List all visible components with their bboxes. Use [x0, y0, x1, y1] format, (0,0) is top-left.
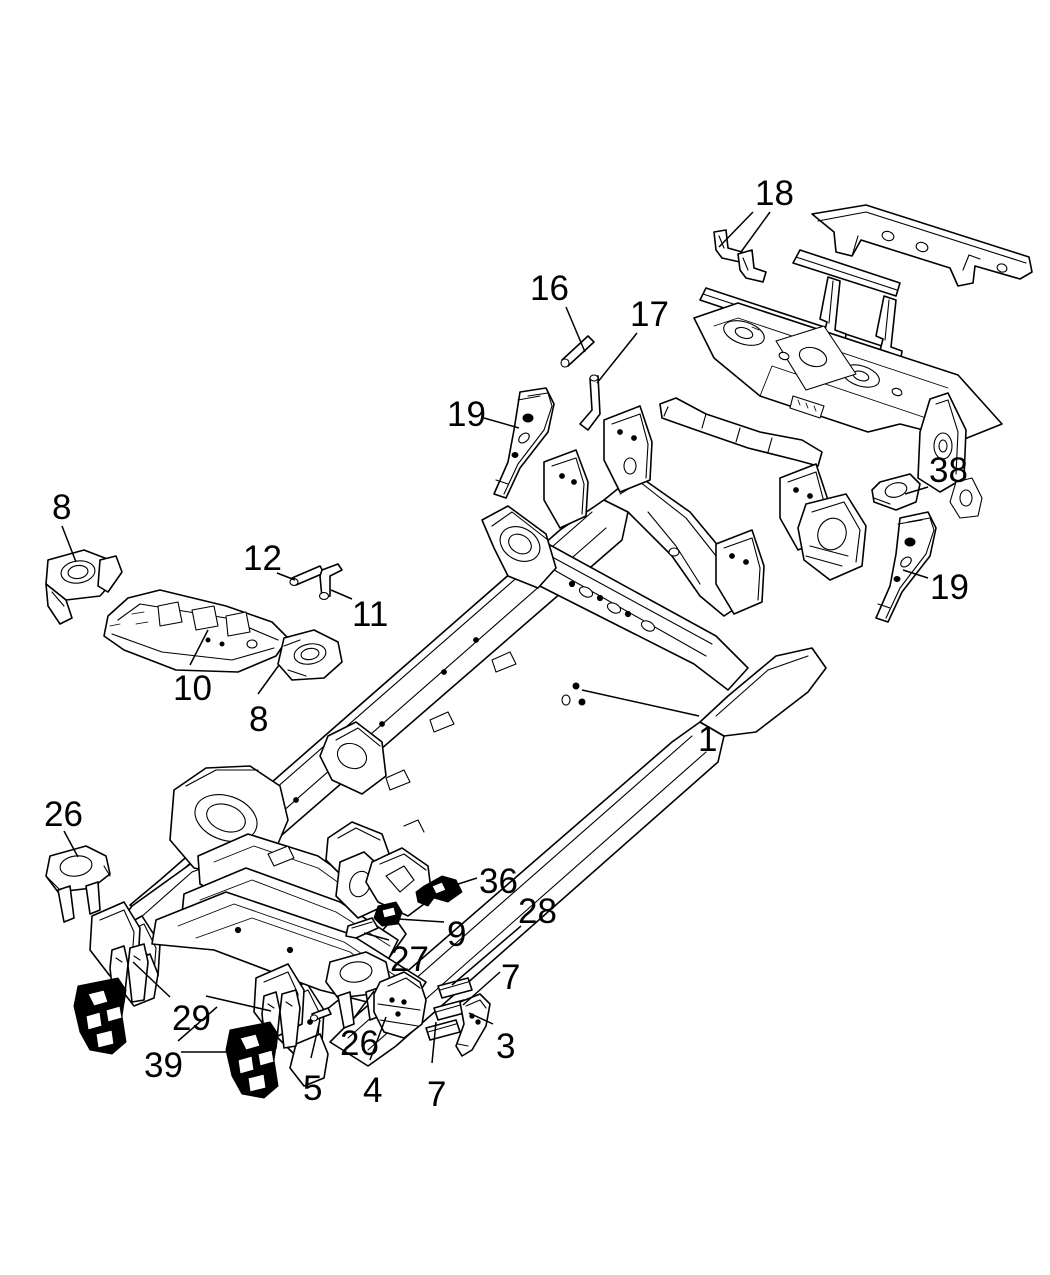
leader-line-29-2	[205, 995, 272, 1012]
part-26-left-bracket	[45, 845, 111, 923]
callout-number-10-crossmember: 10	[173, 669, 212, 708]
leader-line-11-1	[330, 589, 353, 600]
exploded-components	[45, 229, 937, 1099]
part-27-plate	[345, 917, 379, 939]
part-19-right-bracket	[875, 511, 937, 623]
leader-line-3-1	[468, 1012, 494, 1025]
callout-number-38-plate-gasket: 38	[929, 451, 968, 490]
part-9-clip	[373, 901, 403, 927]
callout-number-1-frame-rail-assembly: 1	[698, 720, 718, 759]
callout-leader-lines	[61, 211, 929, 1064]
leader-line-18-1	[718, 211, 754, 248]
leader-line-36-1	[451, 877, 478, 887]
callout-number-4-bracket-body-mount: 4	[363, 1071, 383, 1110]
callout-number-12-pin-straight: 12	[243, 539, 282, 578]
leader-line-5-1	[310, 1019, 321, 1059]
part-3-bracket	[455, 993, 491, 1057]
callout-number-27-plate: 27	[390, 940, 429, 979]
callout-number-28-spacer-sleeve: 28	[518, 892, 557, 931]
leader-line-19-1	[483, 417, 520, 429]
leader-line-18-2	[740, 211, 771, 253]
part-17-rod-bent	[579, 374, 601, 431]
part-36-bracket	[415, 875, 463, 907]
callout-number-16-rod: 16	[530, 269, 569, 308]
part-7-sleeve-lower	[425, 1019, 461, 1041]
leader-line-28-1	[451, 925, 522, 986]
leader-line-7-1	[431, 1021, 437, 1064]
leader-line-16-1	[565, 306, 586, 353]
part-39-plate-right	[225, 1021, 279, 1099]
callout-number-5-pin: 5	[303, 1069, 323, 1108]
callout-number-17-rod-bent: 17	[630, 295, 669, 334]
part-8-upper-bracket	[45, 549, 123, 625]
callout-number-19-bracket-rear-support: 19	[930, 568, 969, 607]
callout-number-29-bracket-pair: 29	[172, 999, 211, 1038]
leader-line-4-1	[369, 1016, 387, 1061]
callout-number-8-body-mount-cushion-bracket: 8	[52, 488, 72, 527]
callout-number-36-bracket-small: 36	[479, 862, 518, 901]
part-11-bolt	[318, 563, 343, 601]
part-16-rod	[560, 335, 595, 368]
callout-number-26-bracket-mount: 26	[340, 1024, 379, 1063]
callout-number-18-clip-hook: 18	[755, 174, 794, 213]
callout-number-9-clip: 9	[447, 915, 467, 954]
leader-line-7-1	[462, 971, 501, 1006]
callout-number-11-bolt-bent: 11	[352, 595, 389, 634]
leader-line-8-1	[61, 525, 77, 563]
part-38-plate	[871, 473, 921, 511]
leader-line-9-1	[397, 918, 445, 923]
main-frame-rails	[89, 204, 1033, 1087]
leader-line-39-1	[177, 1006, 218, 1042]
callout-number-19-bracket-rear-support: 19	[447, 395, 486, 434]
part-8-lower-bracket	[277, 629, 343, 681]
leader-line-1-1	[581, 689, 700, 717]
part-4-bracket	[373, 971, 427, 1039]
leader-line-19-1	[902, 569, 929, 579]
part-18-clips	[713, 229, 767, 283]
callout-number-8-body-mount-cushion-bracket: 8	[249, 700, 269, 739]
leader-line-8-1	[257, 664, 280, 695]
leader-line-12-1	[276, 572, 296, 581]
leader-line-29-1	[132, 961, 171, 998]
callout-number-7-spacer-sleeve: 7	[427, 1075, 447, 1114]
callout-number-26-bracket-mount: 26	[44, 795, 83, 834]
leader-line-38-1	[904, 486, 929, 495]
part-39-plate-left	[73, 977, 127, 1055]
leader-line-27-1	[363, 932, 390, 941]
leader-line-10-1	[189, 629, 209, 666]
leader-line-26-1	[63, 830, 79, 858]
part-12-pin	[289, 565, 325, 587]
callout-number-7-spacer-sleeve: 7	[501, 958, 521, 997]
leader-line-26-1	[353, 990, 375, 1019]
callout-number-39-reinforcement-plate: 39	[144, 1046, 183, 1085]
leader-line-17-1	[596, 332, 638, 384]
part-5-pin	[309, 1007, 332, 1022]
part-19-left-bracket	[493, 387, 555, 499]
callout-number-3-bracket: 3	[496, 1027, 516, 1066]
part-10-crossmember	[103, 589, 289, 673]
